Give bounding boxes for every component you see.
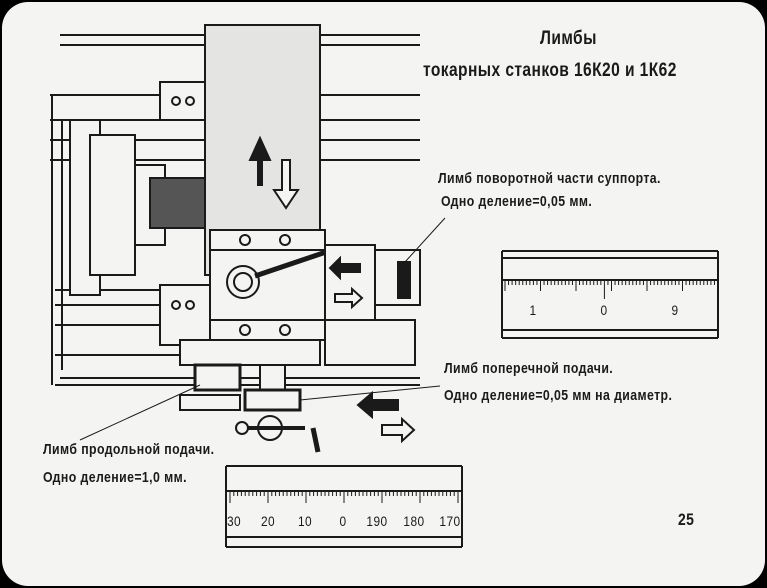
arrow-left-icon — [328, 255, 361, 281]
leader-line — [404, 217, 446, 263]
scale-label: 0 — [600, 302, 608, 318]
scale-rotary — [501, 250, 719, 339]
arrow-down-icon — [272, 159, 300, 210]
arrow-right-icon — [334, 286, 364, 310]
cross-label-division: Одно деление=0,05 мм на диаметр. — [444, 387, 673, 404]
scale-label: 20 — [260, 513, 276, 529]
scale-label: 170 — [439, 513, 461, 529]
scale-label: 9 — [671, 302, 679, 318]
page-number: 25 — [678, 510, 695, 529]
rotary-label-name: Лимб поворотной части суппорта. — [438, 170, 661, 187]
longitudinal-label-division: Одно деление=1,0 мм. — [43, 469, 187, 486]
scale-longitudinal — [225, 465, 463, 548]
arrow-right-icon — [381, 416, 416, 444]
apron — [159, 284, 416, 453]
rotary-label-division: Одно деление=0,05 мм. — [441, 193, 593, 210]
arrow-left-icon — [356, 390, 399, 420]
chuck — [69, 119, 166, 296]
leader-line — [79, 384, 201, 441]
scale-label: 30 — [226, 513, 242, 529]
cross-label-name: Лимб поперечной подачи. — [444, 360, 614, 377]
arrow-up-icon — [248, 135, 272, 186]
clamp-block-top — [159, 81, 206, 121]
tool-post — [209, 229, 421, 341]
scale-label: 190 — [366, 513, 388, 529]
scale-label: 1 — [529, 302, 537, 318]
scale-label: 10 — [297, 513, 313, 529]
longitudinal-label-name: Лимб продольной подачи. — [43, 441, 215, 458]
title-line-2: токарных станков 16К20 и 1К62 — [423, 60, 677, 81]
leader-line — [299, 385, 441, 401]
scale-label: 0 — [339, 513, 347, 529]
scale-label: 180 — [403, 513, 425, 529]
title-line-1: Лимбы — [540, 28, 597, 49]
